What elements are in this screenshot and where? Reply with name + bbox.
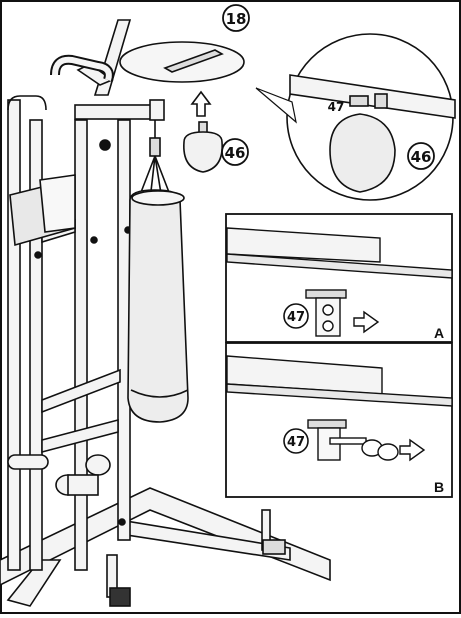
- callout-circle-18: [222, 4, 250, 32]
- detail-callout-46: 46: [411, 148, 432, 166]
- panel-b-callout-47: 47: [287, 435, 305, 450]
- panel-b-arrow-icon: [399, 438, 426, 462]
- speed-bag: [183, 121, 223, 173]
- panel-a-arrow-icon: [353, 310, 380, 334]
- panel-a: 47 A: [225, 213, 453, 343]
- callout-circle-46: [221, 138, 249, 166]
- callout-18: 18: [226, 10, 247, 28]
- boxing-stand-frame: [0, 19, 331, 607]
- detail-callout-circle-46: [407, 142, 435, 170]
- panel-a-label: A: [434, 325, 444, 341]
- speed-bag-platform: [119, 41, 245, 83]
- heavy-bag: [127, 120, 189, 423]
- panel-b-label: B: [434, 479, 444, 495]
- panel-b: 47 B: [225, 342, 453, 498]
- detail-callout-47: 47: [328, 100, 345, 114]
- callout-46: 46: [225, 144, 246, 162]
- arrow-up-icon: [190, 90, 212, 117]
- panel-a-callout-47: 47: [287, 310, 305, 325]
